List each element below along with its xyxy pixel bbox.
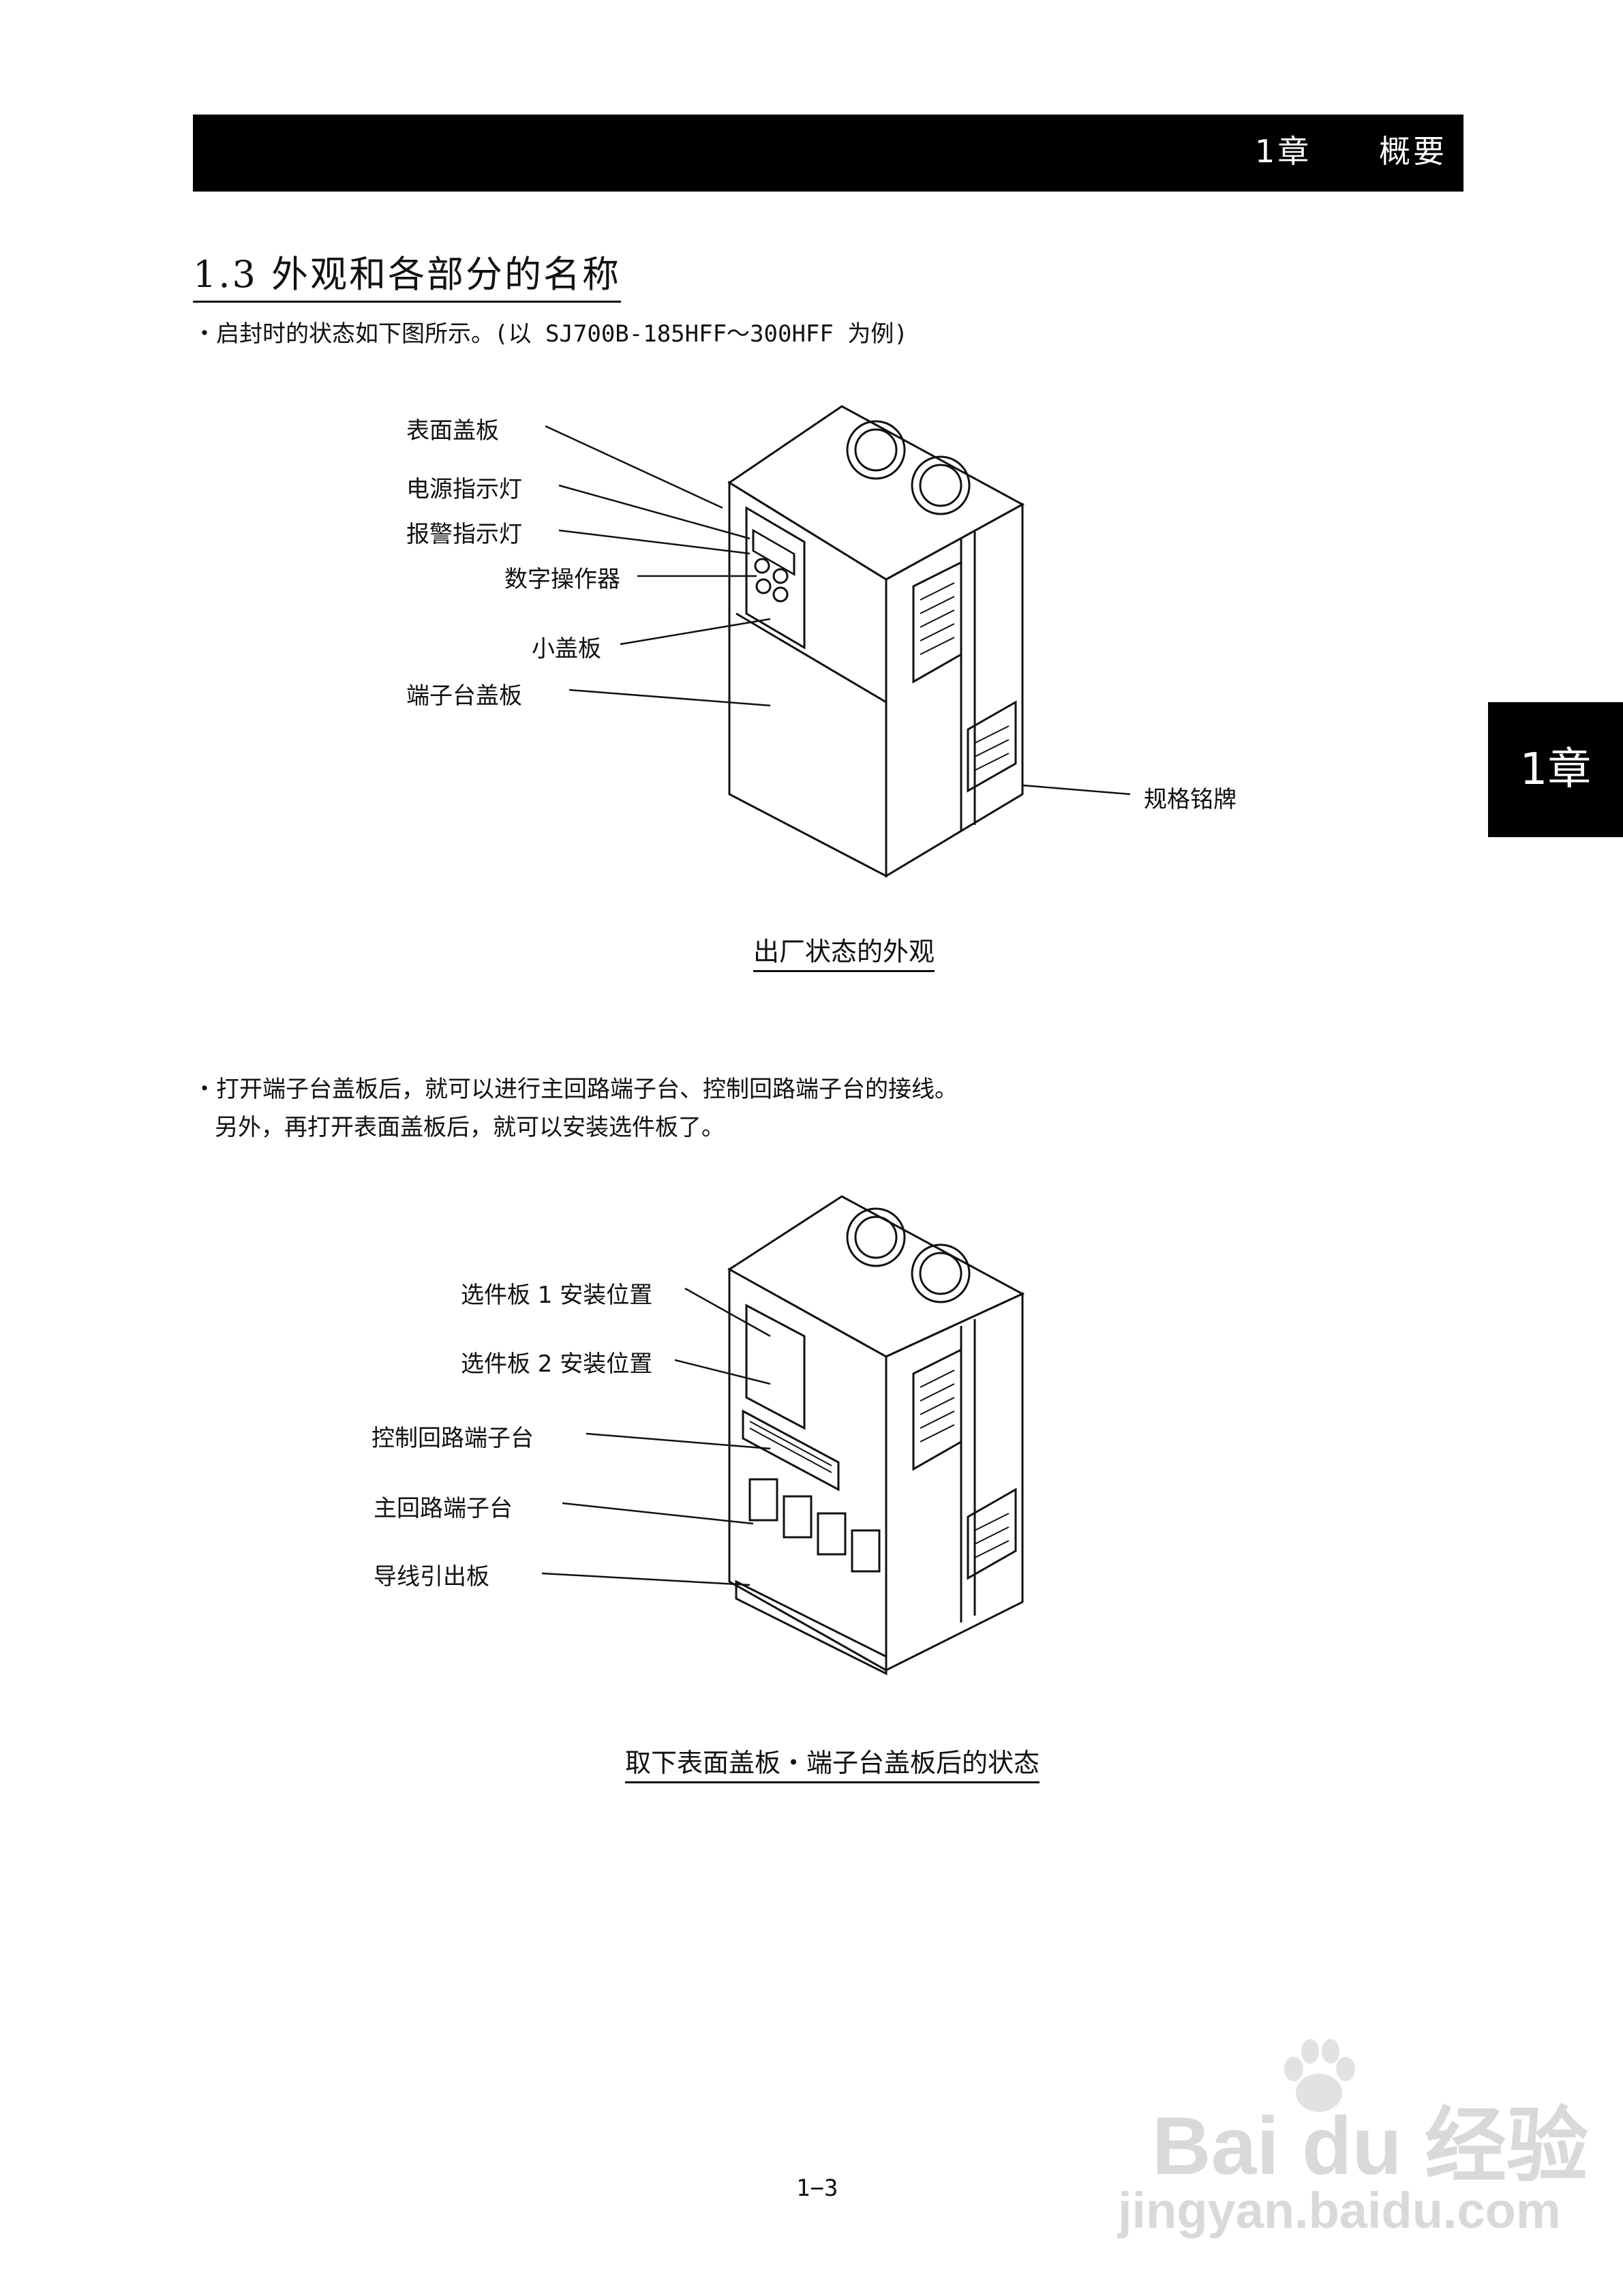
intro-note: ・启封时的状态如下图所示。(以 SJ700B-185HFF～300HFF 为例)	[193, 320, 908, 348]
chapter-side-tab: 1章	[1488, 702, 1623, 837]
label-option-board-1: 选件板 1 安装位置	[461, 1282, 653, 1309]
label-power-led: 电源指示灯	[406, 476, 522, 503]
chapter-number: 1章	[1255, 133, 1312, 170]
figure2-caption: 取下表面盖板・端子台盖板后的状态	[625, 1742, 1040, 1783]
label-front-cover: 表面盖板	[406, 417, 499, 444]
watermark-brand: Bai du 经验	[1152, 2100, 1589, 2192]
inverter-open-figure	[541, 1195, 1025, 1676]
label-wiring-plate: 导线引出板	[374, 1563, 489, 1590]
inverter-exterior-figure	[545, 405, 1131, 878]
label-nameplate: 规格铭牌	[1144, 786, 1237, 813]
label-terminal-cover: 端子台盖板	[406, 682, 522, 710]
chapter-header-bar: 1章 概要	[193, 115, 1463, 192]
chapter-title: 概要	[1379, 133, 1447, 170]
label-option-board-2: 选件板 2 安装位置	[461, 1350, 653, 1378]
label-alarm-led: 报警指示灯	[406, 521, 522, 548]
label-main-terminal: 主回路端子台	[374, 1495, 513, 1522]
baidu-paw-logo	[1284, 2039, 1355, 2112]
page-number: 1−3	[796, 2175, 838, 2202]
section-title: 1.3 外观和各部分的名称	[193, 244, 622, 303]
instruction-note-line1: ・打开端子台盖板后，就可以进行主回路端子台、控制回路端子台的接线。	[193, 1076, 958, 1103]
instruction-note-line2: 另外，再打开表面盖板后，就可以安装选件板了。	[215, 1114, 725, 1141]
label-digital-operator: 数字操作器	[504, 566, 620, 593]
label-small-cover: 小盖板	[532, 635, 601, 663]
watermark-url: jingyan.baidu.com	[1118, 2182, 1561, 2239]
figure1-caption: 出厂状态的外观	[753, 931, 935, 972]
label-control-terminal: 控制回路端子台	[371, 1425, 534, 1452]
